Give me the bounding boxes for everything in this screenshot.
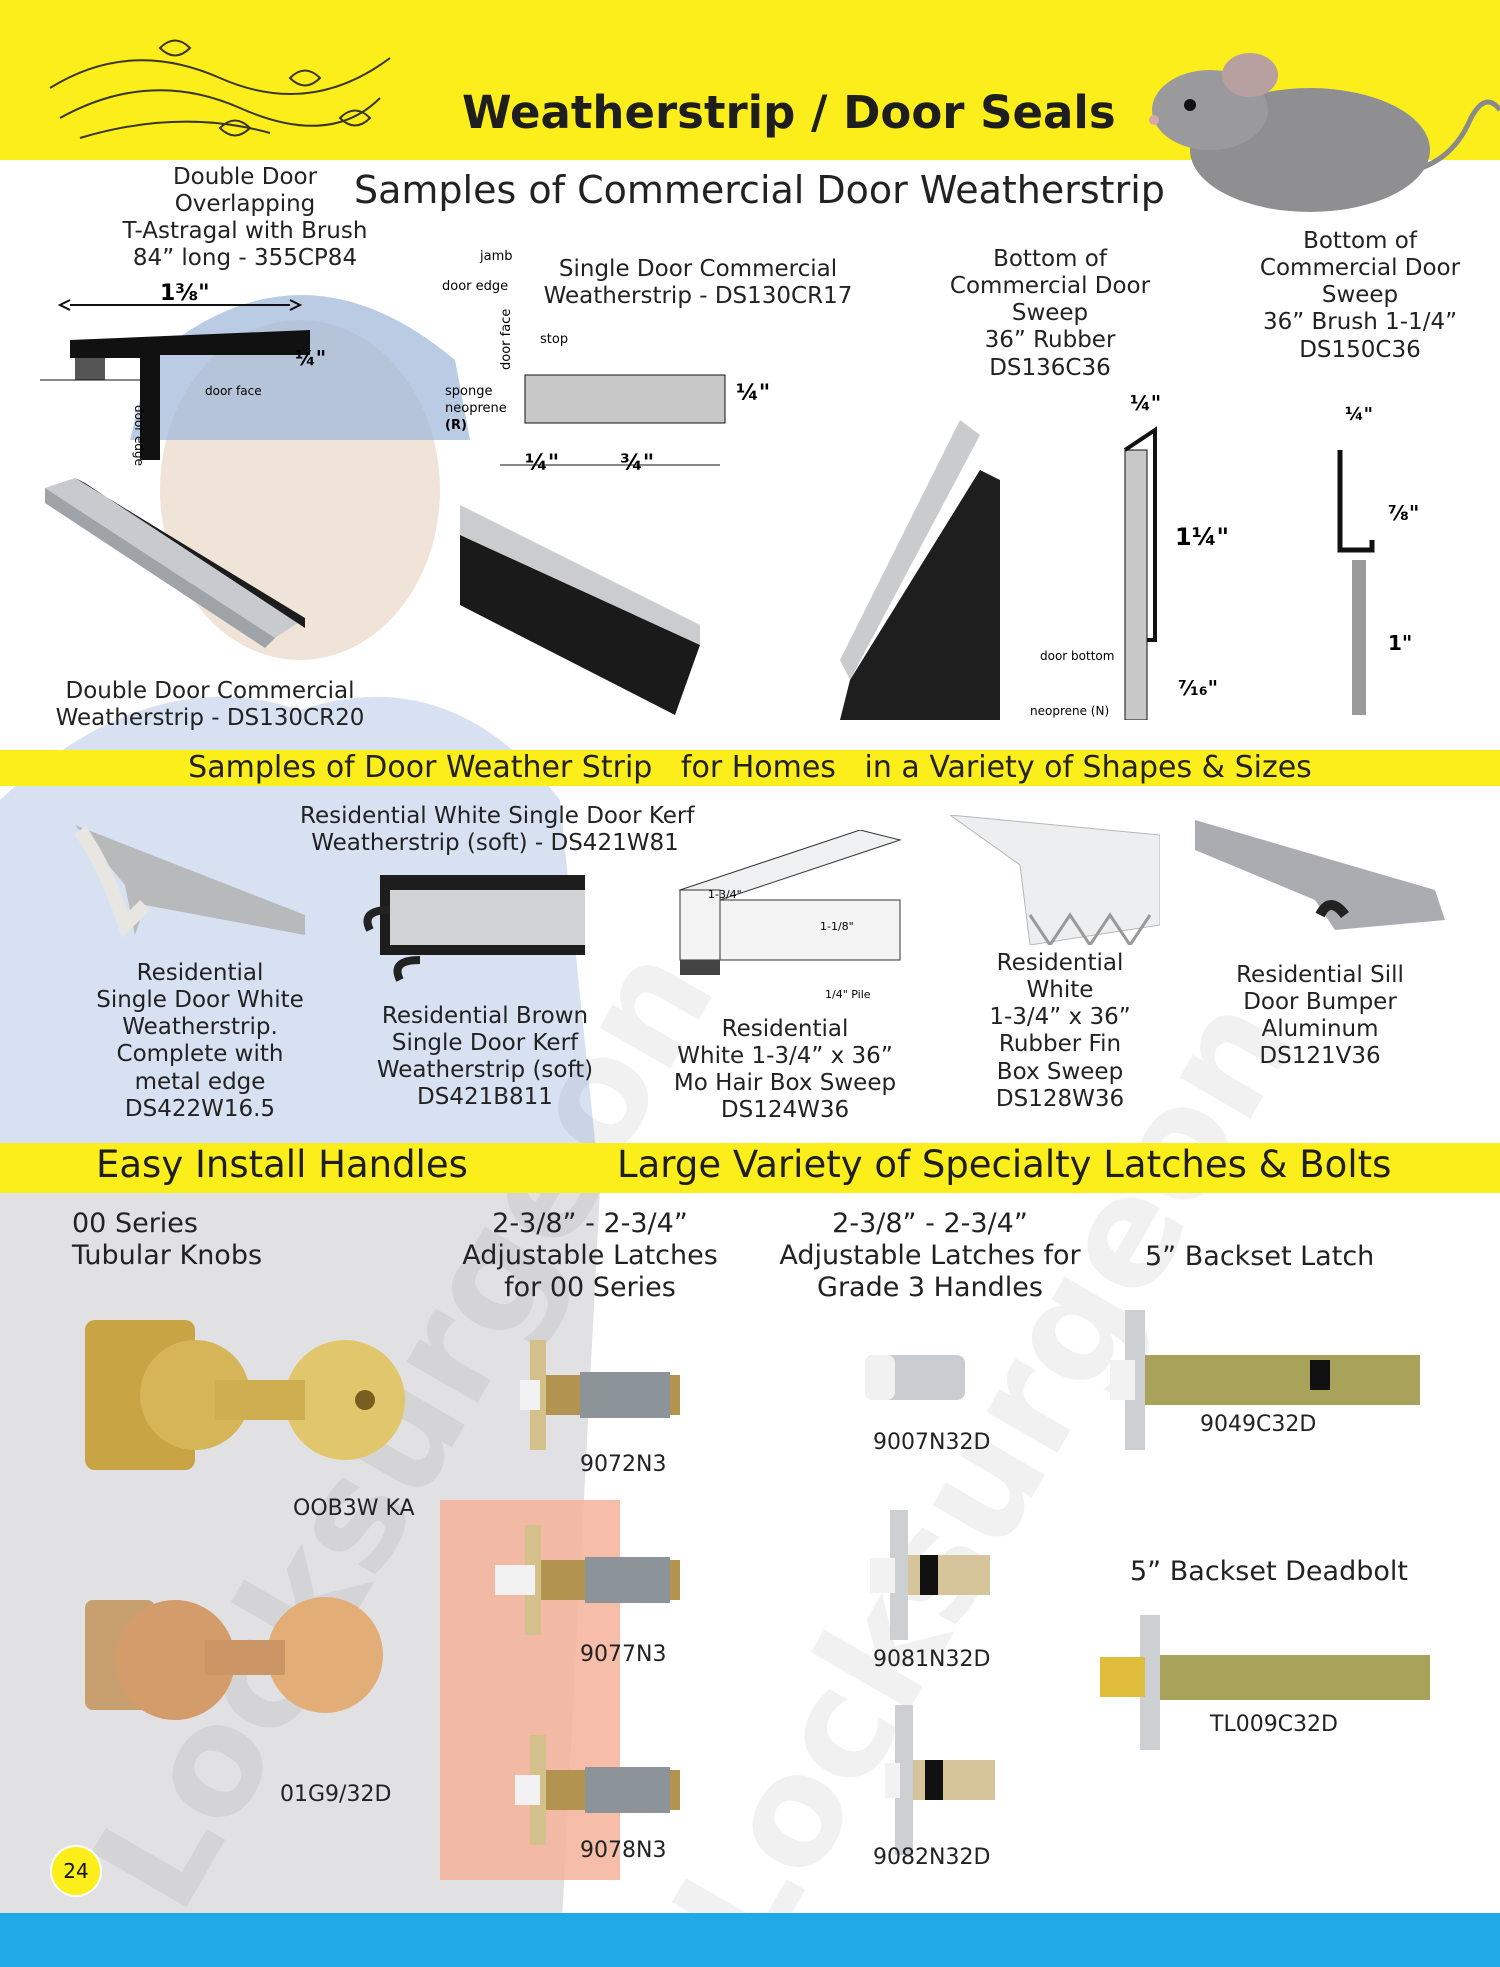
svg-text:neoprene: neoprene — [445, 401, 507, 416]
code-oob3w-ka: OOB3W KA — [293, 1496, 415, 1521]
svg-text:¼": ¼" — [525, 451, 559, 476]
svg-text:door edge: door edge — [442, 279, 508, 294]
svg-text:1/4" Pile: 1/4" Pile — [825, 988, 871, 1000]
svg-text:¼": ¼" — [1345, 404, 1373, 425]
svg-text:neoprene (N): neoprene (N) — [1030, 704, 1109, 718]
mouse-image — [1140, 30, 1500, 220]
svg-text:door edge: door edge — [132, 405, 146, 466]
latches-heading: Large Variety of Specialty Latches & Bol… — [617, 1143, 1392, 1186]
leaves-swirl-icon — [40, 18, 400, 158]
page-number-badge: 24 — [50, 1845, 102, 1897]
latch-9081n32d-photo — [870, 1510, 990, 1640]
ds136c36-diagram: ¼" 1¼" ⁷⁄₁₆" door bottom neoprene (N) — [1030, 390, 1240, 720]
ds128w36-photo — [950, 815, 1160, 945]
heading-5-backset-latch: 5” Backset Latch — [1145, 1241, 1375, 1272]
commercial-title: Samples of Commercial Door Weatherstrip — [354, 168, 1165, 212]
code-9077n3: 9077N3 — [580, 1642, 667, 1667]
page-title: Weatherstrip / Door Seals — [462, 86, 1116, 139]
svg-text:(R): (R) — [445, 418, 467, 433]
svg-text:door bottom: door bottom — [1040, 649, 1114, 663]
svg-text:⁷⁄₁₆": ⁷⁄₁₆" — [1178, 676, 1218, 700]
svg-text:1": 1" — [1388, 631, 1412, 655]
ds150c36-diagram: ¼" ⁷⁄₈" 1" — [1310, 400, 1460, 720]
handles-heading: Easy Install Handles — [96, 1143, 468, 1186]
svg-text:door face: door face — [205, 384, 262, 398]
latch-9007n32d-photo — [865, 1350, 965, 1405]
homes-banner-text: Samples of Door Weather Strip for Homes … — [188, 750, 1312, 785]
code-01g9-32d: 01G9/32D — [280, 1782, 392, 1807]
ds130cr20-photo — [45, 478, 305, 648]
latch-9078n3-photo — [515, 1735, 680, 1845]
footer-bar — [0, 1913, 1500, 1967]
homes-banner — [0, 750, 1500, 786]
code-tl009c32d: TL009C32D — [1210, 1712, 1338, 1737]
code-9078n3: 9078N3 — [580, 1838, 667, 1863]
ds422w16-photo — [75, 825, 315, 945]
ds124w36-photo: 1-3/4" 1-1/8" 1/4" Pile — [660, 830, 920, 1000]
svg-text:¼": ¼" — [736, 381, 770, 406]
t-astragal-diagram: 1⅜" ¼" door face door edge — [40, 280, 340, 470]
svg-text:1⅜": 1⅜" — [160, 281, 210, 306]
code-9081n32d: 9081N32D — [873, 1647, 991, 1672]
ds136c36-photo — [840, 420, 1010, 720]
ds121v36-photo — [1195, 820, 1445, 940]
code-9082n32d: 9082N32D — [873, 1845, 991, 1870]
code-9049c32d: 9049C32D — [1200, 1412, 1317, 1437]
svg-text:stop: stop — [540, 332, 568, 347]
heading-5-backset-deadbolt: 5” Backset Deadbolt — [1130, 1556, 1408, 1587]
latch-9072n3-photo — [520, 1340, 680, 1450]
svg-text:1-3/4": 1-3/4" — [708, 888, 742, 901]
svg-text:¼": ¼" — [295, 346, 326, 370]
svg-text:¾": ¾" — [620, 451, 654, 476]
code-9072n3: 9072N3 — [580, 1452, 667, 1477]
hardware-banner — [0, 1143, 1500, 1193]
svg-text:door face: door face — [499, 309, 514, 370]
svg-text:1¼": 1¼" — [1175, 523, 1229, 551]
ds130cr17-photo — [460, 505, 710, 715]
svg-text:1-1/8": 1-1/8" — [820, 920, 854, 933]
deadbolt-tl009c32d-photo — [1100, 1615, 1430, 1750]
ds421-kerf-photo — [360, 870, 585, 1000]
latch-9049c32d-photo — [1110, 1310, 1420, 1450]
ds130cr17-diagram: jamb door edge door face stop sponge neo… — [440, 240, 770, 485]
brass-knob-photo — [75, 1290, 405, 1500]
copper-knob-photo — [75, 1540, 385, 1770]
latch-9082n32d-photo — [885, 1705, 995, 1855]
svg-text:⁷⁄₈": ⁷⁄₈" — [1388, 501, 1419, 525]
svg-text:sponge: sponge — [445, 384, 492, 399]
code-9007n32d: 9007N32D — [873, 1430, 991, 1455]
svg-text:jamb: jamb — [479, 249, 513, 264]
svg-text:¼": ¼" — [1130, 391, 1161, 415]
latch-9077n3-photo — [495, 1525, 680, 1635]
page-number: 24 — [63, 1859, 89, 1883]
